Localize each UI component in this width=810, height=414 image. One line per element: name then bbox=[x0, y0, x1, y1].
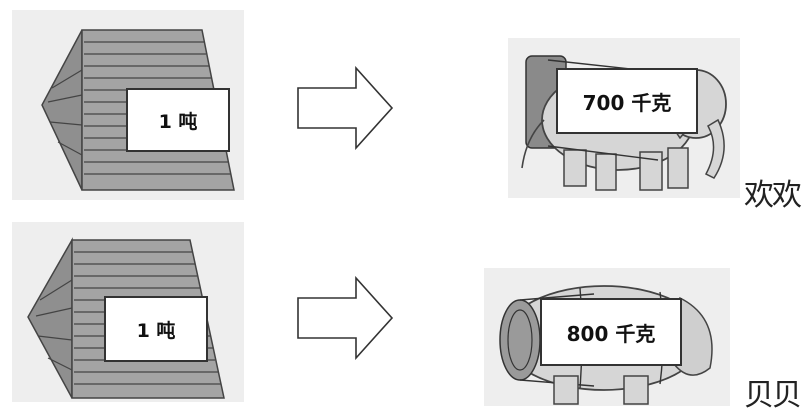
pile-weight-label: 1 吨 bbox=[104, 296, 208, 362]
elephant-weight-label: 700 千克 bbox=[556, 68, 698, 134]
arrow-panel-2 bbox=[296, 275, 396, 361]
elephant-name: 贝贝 bbox=[744, 378, 802, 413]
right-arrow-icon bbox=[297, 65, 394, 151]
elephant-name: 欢欢 bbox=[744, 178, 802, 213]
elephant-weight-label: 800 千克 bbox=[540, 298, 682, 366]
pile-weight-label: 1 吨 bbox=[126, 88, 230, 152]
right-arrow-icon bbox=[297, 275, 394, 361]
arrow-panel-1 bbox=[296, 65, 396, 151]
